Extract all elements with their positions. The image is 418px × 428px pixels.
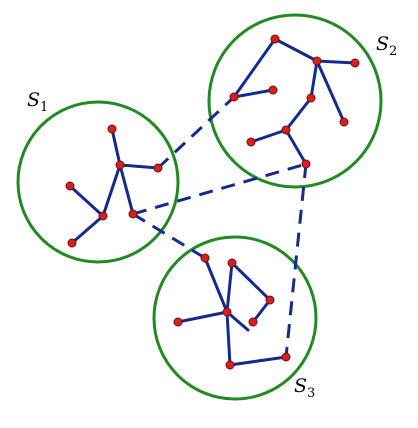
bridge-edge-s1-s2-lower — [132, 162, 307, 216]
tree-s2 — [232, 37, 357, 166]
node — [153, 163, 163, 173]
node — [229, 92, 239, 102]
tree-edge — [118, 163, 135, 216]
bridge-edge-s2-s3 — [284, 163, 308, 358]
region-s3-circle — [152, 235, 318, 401]
region-label-s3: S3 — [294, 375, 315, 401]
region-label-main: S — [294, 375, 307, 397]
node — [67, 238, 77, 248]
region-label-subscript: 1 — [40, 100, 48, 115]
tree-edge — [118, 163, 160, 170]
node — [115, 160, 125, 170]
tree-edge — [101, 163, 122, 218]
tree-edge — [249, 128, 288, 144]
node — [98, 211, 108, 221]
node — [227, 258, 237, 268]
node — [268, 85, 278, 95]
node — [281, 352, 291, 362]
region-label-s2: S2 — [376, 33, 397, 59]
region-label-main: S — [376, 33, 389, 55]
region-label-main: S — [27, 89, 40, 111]
node — [350, 58, 360, 68]
tree-edge — [315, 59, 357, 65]
tree-edge — [230, 261, 272, 302]
tree-edge — [232, 37, 277, 99]
node — [270, 34, 280, 44]
tree-edge — [225, 310, 232, 367]
node — [312, 56, 322, 66]
node — [200, 253, 210, 263]
tree-edge — [309, 59, 319, 100]
node — [128, 209, 138, 219]
tree-s1 — [68, 127, 160, 245]
region-label-s1: S1 — [27, 89, 48, 115]
bridge-edge-s1-s3 — [132, 212, 206, 260]
tree-edge — [232, 88, 275, 99]
tree-edge — [203, 256, 229, 314]
node — [248, 317, 258, 327]
node — [339, 117, 349, 127]
tree-edge — [70, 214, 105, 245]
tree-edge — [110, 127, 122, 167]
tree-s3 — [176, 256, 288, 367]
region-label-subscript: 3 — [307, 386, 315, 401]
region-s2-circle — [207, 13, 383, 189]
tree-edge — [284, 128, 308, 166]
tree-edge — [315, 59, 346, 124]
bridge-edge-s1-s2-upper — [156, 95, 236, 170]
node — [65, 181, 75, 191]
node — [265, 295, 275, 305]
tree-edge — [225, 310, 250, 332]
tree-edge — [225, 261, 234, 314]
region-label-subscript: 2 — [389, 44, 397, 59]
nodes-s1 — [65, 124, 163, 248]
nodes-s2 — [229, 34, 360, 169]
node — [107, 124, 117, 134]
node — [301, 159, 311, 169]
tree-edge — [68, 184, 105, 218]
node — [173, 317, 183, 327]
node — [225, 360, 235, 370]
node — [306, 93, 316, 103]
node — [246, 137, 256, 147]
bridge-edges — [132, 95, 308, 358]
tree-edge — [273, 37, 319, 63]
tree-edge — [176, 310, 229, 324]
tree-edge — [228, 355, 288, 367]
region-s1-circle — [16, 100, 180, 264]
tree-edge — [251, 298, 272, 324]
node — [222, 307, 232, 317]
nodes-s3 — [173, 253, 291, 370]
node — [281, 125, 291, 135]
tree-edge — [284, 96, 313, 132]
